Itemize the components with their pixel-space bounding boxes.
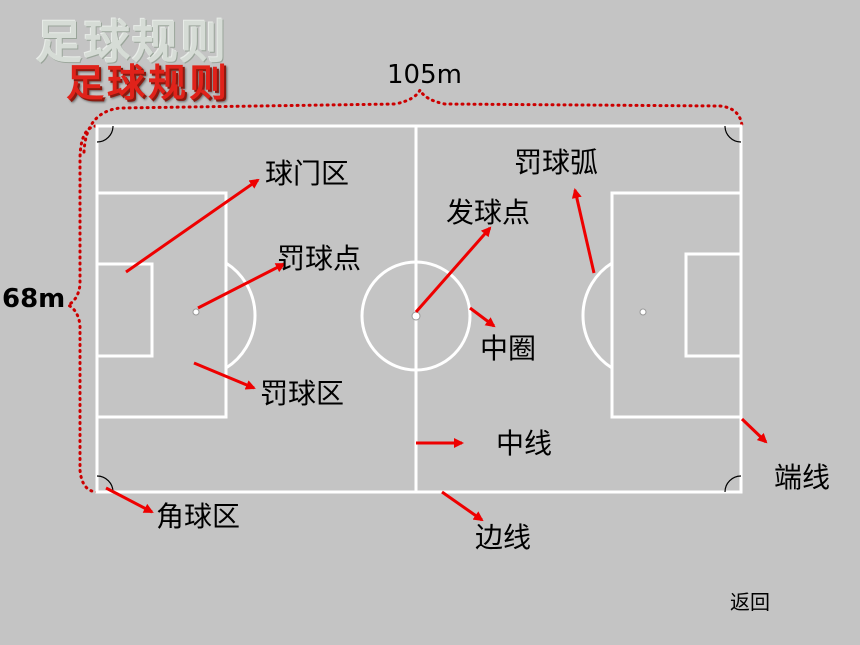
penalty-spot-right-mark bbox=[639, 308, 647, 316]
arrow-penalty-spot bbox=[197, 262, 286, 310]
arrow-corner-area bbox=[105, 486, 154, 514]
corner-arc-top-right bbox=[724, 125, 742, 143]
corner-arc-top-left bbox=[96, 125, 114, 143]
title-watermark: 足球规则 bbox=[36, 15, 228, 69]
arrow-kickoff-spot bbox=[414, 226, 492, 313]
annotation-arrows bbox=[105, 178, 768, 522]
arrow-goal-area bbox=[125, 178, 260, 274]
goal-area-right bbox=[684, 252, 743, 358]
page-title: 足球规则 bbox=[66, 60, 231, 105]
penalty-spot-left-mark bbox=[192, 308, 200, 316]
label-corner-area: 角球区 bbox=[156, 500, 240, 533]
arrow-center-circle bbox=[469, 306, 496, 328]
width-label: 68m bbox=[2, 284, 65, 314]
penalty-area-right bbox=[610, 191, 743, 419]
label-goal-line: 端线 bbox=[774, 461, 830, 494]
penalty-arc-right bbox=[581, 261, 613, 370]
goal-area-left bbox=[95, 262, 154, 358]
label-goal-area: 球门区 bbox=[265, 157, 349, 190]
label-kickoff-spot: 发球点 bbox=[446, 196, 530, 229]
back-button[interactable]: 返回 bbox=[730, 590, 770, 614]
field-lines bbox=[95, 124, 743, 494]
label-halfway-line: 中线 bbox=[496, 427, 552, 460]
field-spots bbox=[192, 308, 647, 321]
label-penalty-arc: 罚球弧 bbox=[514, 146, 598, 179]
arrow-goal-line bbox=[740, 417, 768, 444]
kickoff-spot-mark bbox=[411, 311, 421, 321]
arrow-penalty-arc bbox=[571, 188, 596, 274]
arrow-penalty-area bbox=[193, 361, 256, 390]
width-bracket bbox=[64, 124, 100, 494]
length-label: 105m bbox=[387, 60, 462, 90]
label-touchline: 边线 bbox=[475, 521, 531, 554]
arrow-touchline bbox=[441, 490, 484, 522]
length-bracket bbox=[82, 86, 744, 154]
center-circle bbox=[360, 260, 472, 372]
penalty-arc-left bbox=[225, 261, 257, 370]
label-penalty-area: 罚球区 bbox=[260, 377, 344, 410]
label-penalty-spot: 罚球点 bbox=[277, 242, 361, 275]
corner-arc-bottom-right bbox=[724, 475, 742, 493]
label-center-circle: 中圈 bbox=[480, 332, 536, 365]
